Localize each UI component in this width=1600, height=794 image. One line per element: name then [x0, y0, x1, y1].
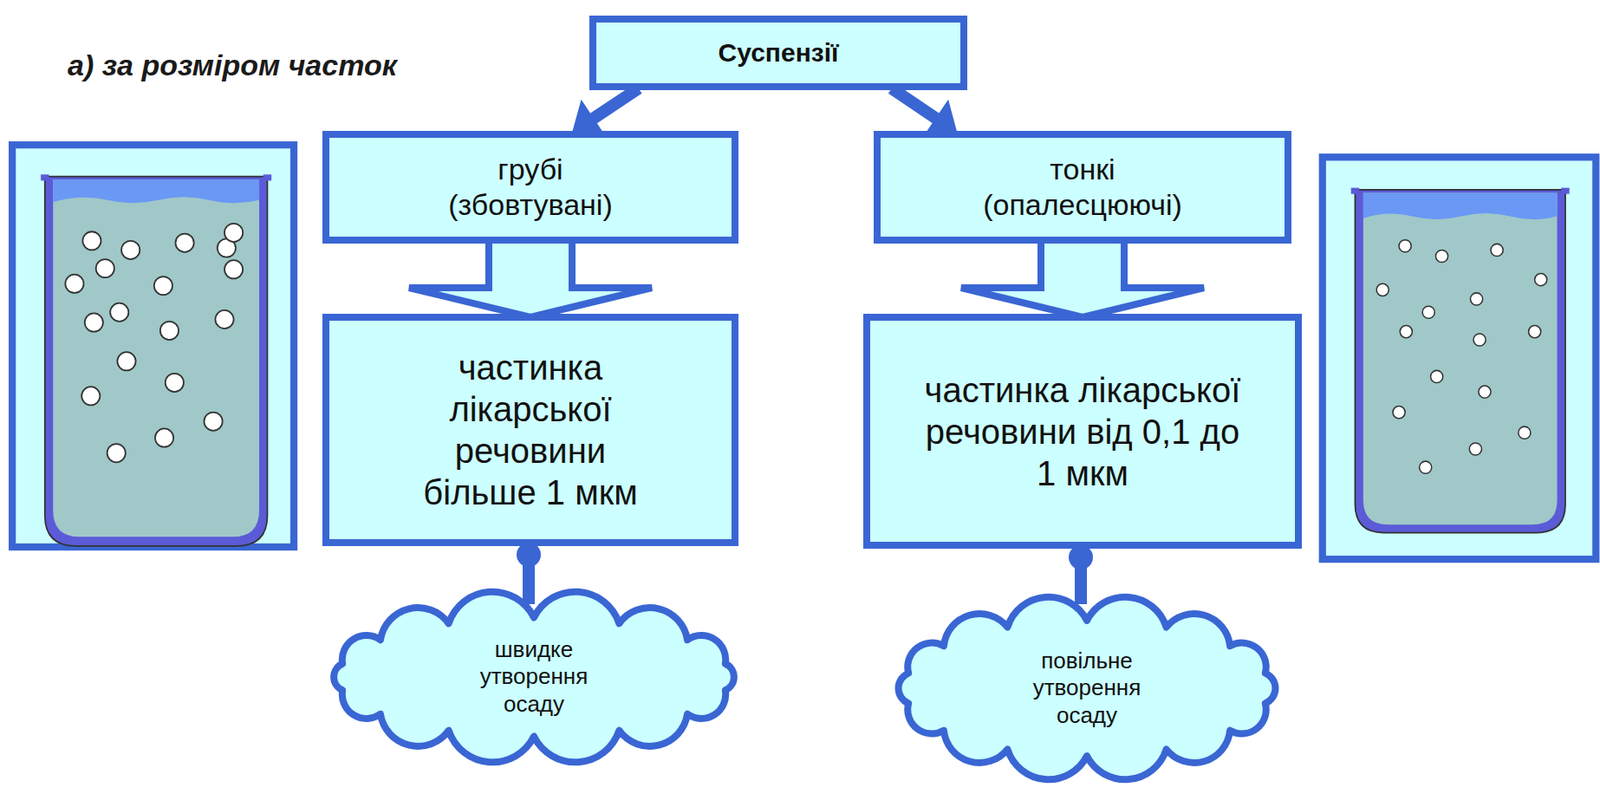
particle: [224, 260, 243, 279]
particle: [155, 428, 174, 447]
particle: [1398, 240, 1412, 253]
connector: [516, 542, 541, 605]
particle: [1430, 370, 1444, 383]
beaker: [40, 174, 272, 547]
particle: [1518, 426, 1531, 439]
particle: [1435, 249, 1448, 262]
node-text: частинка лікарської речовини більше 1 мк…: [400, 346, 661, 514]
illustration-panel: [12, 144, 294, 547]
particle: [154, 276, 173, 295]
particle: [175, 234, 194, 253]
particle: [1528, 325, 1542, 339]
particle: [107, 443, 126, 462]
illustration-panel: [1322, 156, 1597, 560]
beaker: [1351, 188, 1570, 534]
particle: [110, 303, 129, 322]
particle-size-box: частинка лікарської речовини більше 1 мк…: [322, 313, 739, 547]
particle: [1534, 273, 1548, 287]
particle: [224, 223, 243, 242]
category-box: тонкі (опалесцюючі): [873, 130, 1292, 244]
connector-line: [891, 88, 939, 120]
connector: [961, 240, 1204, 318]
connector: [1068, 545, 1093, 605]
connector: [572, 88, 639, 137]
cloud-shape: [333, 591, 735, 763]
diagram-title: а) за розміром часток: [67, 48, 397, 83]
connector-knob: [516, 542, 541, 567]
particle: [65, 274, 84, 293]
particle: [1376, 283, 1389, 296]
fine-particles: [1376, 240, 1548, 475]
particle: [84, 312, 104, 332]
connector: [891, 88, 958, 137]
node-text: частинка лікарської речовини від 0,1 до …: [922, 369, 1243, 495]
category-box: грубі (збовтувані): [322, 130, 739, 244]
block-arrow: [961, 240, 1204, 318]
coarse-particles: [65, 223, 243, 462]
particle: [1392, 406, 1405, 419]
particle: [165, 373, 184, 392]
connector-knob: [1068, 545, 1093, 570]
sediment-cloud: повільне утворення осаду: [875, 591, 1299, 785]
particle: [121, 240, 140, 260]
cloud-shape: [898, 597, 1276, 781]
block-arrow: [409, 240, 652, 318]
particle: [1399, 325, 1412, 339]
particle: [96, 259, 115, 278]
particle-size-box: частинка лікарської речовини від 0,1 до …: [863, 313, 1302, 549]
particle: [1478, 385, 1491, 398]
particle: [214, 310, 234, 329]
node-text: Суспензії: [718, 37, 840, 69]
particle: [117, 351, 136, 371]
particle: [1469, 292, 1483, 306]
root-box: Суспензії: [589, 15, 968, 91]
particle: [203, 412, 222, 431]
particle: [1419, 461, 1432, 474]
particle: [1469, 442, 1482, 456]
particle: [1422, 305, 1435, 319]
particle: [82, 231, 101, 250]
particle: [1490, 243, 1503, 256]
node-text: швидке утворення осаду: [458, 636, 611, 718]
node-text: грубі (збовтувані): [417, 151, 644, 223]
connector: [409, 240, 652, 318]
sediment-cloud: швидке утворення осаду: [312, 591, 756, 762]
particle: [160, 321, 179, 340]
particle: [81, 386, 100, 405]
node-text: тонкі (опалесцюючі): [961, 151, 1204, 223]
particle: [1473, 333, 1486, 346]
node-text: повільне утворення осаду: [1011, 647, 1164, 729]
connector-line: [591, 88, 639, 121]
